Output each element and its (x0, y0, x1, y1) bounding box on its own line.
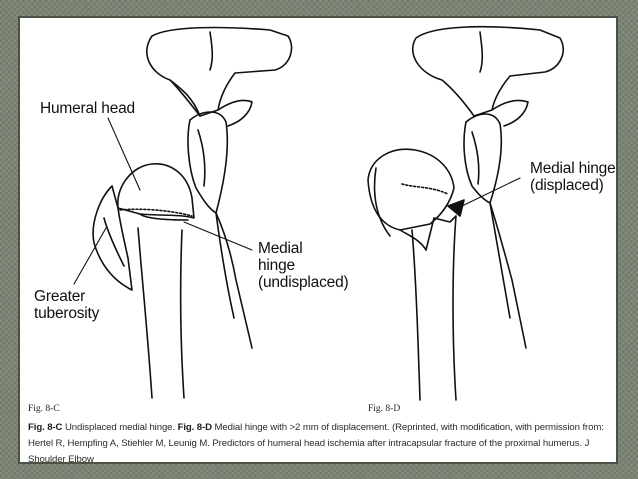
caption-fig-d-text: Medial hinge with >2 mm of displacement.… (28, 422, 604, 465)
label-greater-tuberosity: Greater tuberosity (34, 288, 100, 322)
figure-id-8c: Fig. 8-C (28, 404, 60, 414)
humerus-shaft-right (411, 229, 421, 401)
humeral-head (117, 163, 195, 219)
figure-panel: Humeral head Greater tuberosity Medial h… (18, 16, 618, 465)
clavicle-right (411, 25, 564, 117)
label-medial-hinge-undisplaced: Medial hinge (undisplaced) (258, 240, 349, 291)
scapula (189, 111, 253, 349)
figure-id-8d: Fig. 8-D (368, 404, 401, 414)
illustration-fig-8d (367, 25, 564, 401)
greater-tuberosity-fragment (92, 185, 133, 291)
scapula-right (465, 113, 527, 349)
caption-fig-c-label: Fig. 8-C (28, 422, 63, 433)
caption-fig-c-text: Undisplaced medial hinge. (62, 422, 178, 433)
caption-fig-d-label: Fig. 8-D (177, 422, 212, 433)
humeral-head-displaced (367, 148, 455, 231)
label-medial-hinge-displaced: Medial hinge (displaced) (530, 160, 616, 194)
illustration-fig-8c (73, 26, 293, 399)
clavicle (146, 26, 293, 117)
figure-caption: Fig. 8-C Undisplaced medial hinge. Fig. … (28, 420, 612, 468)
humerus-shaft (137, 227, 153, 399)
label-humeral-head: Humeral head (40, 100, 135, 117)
